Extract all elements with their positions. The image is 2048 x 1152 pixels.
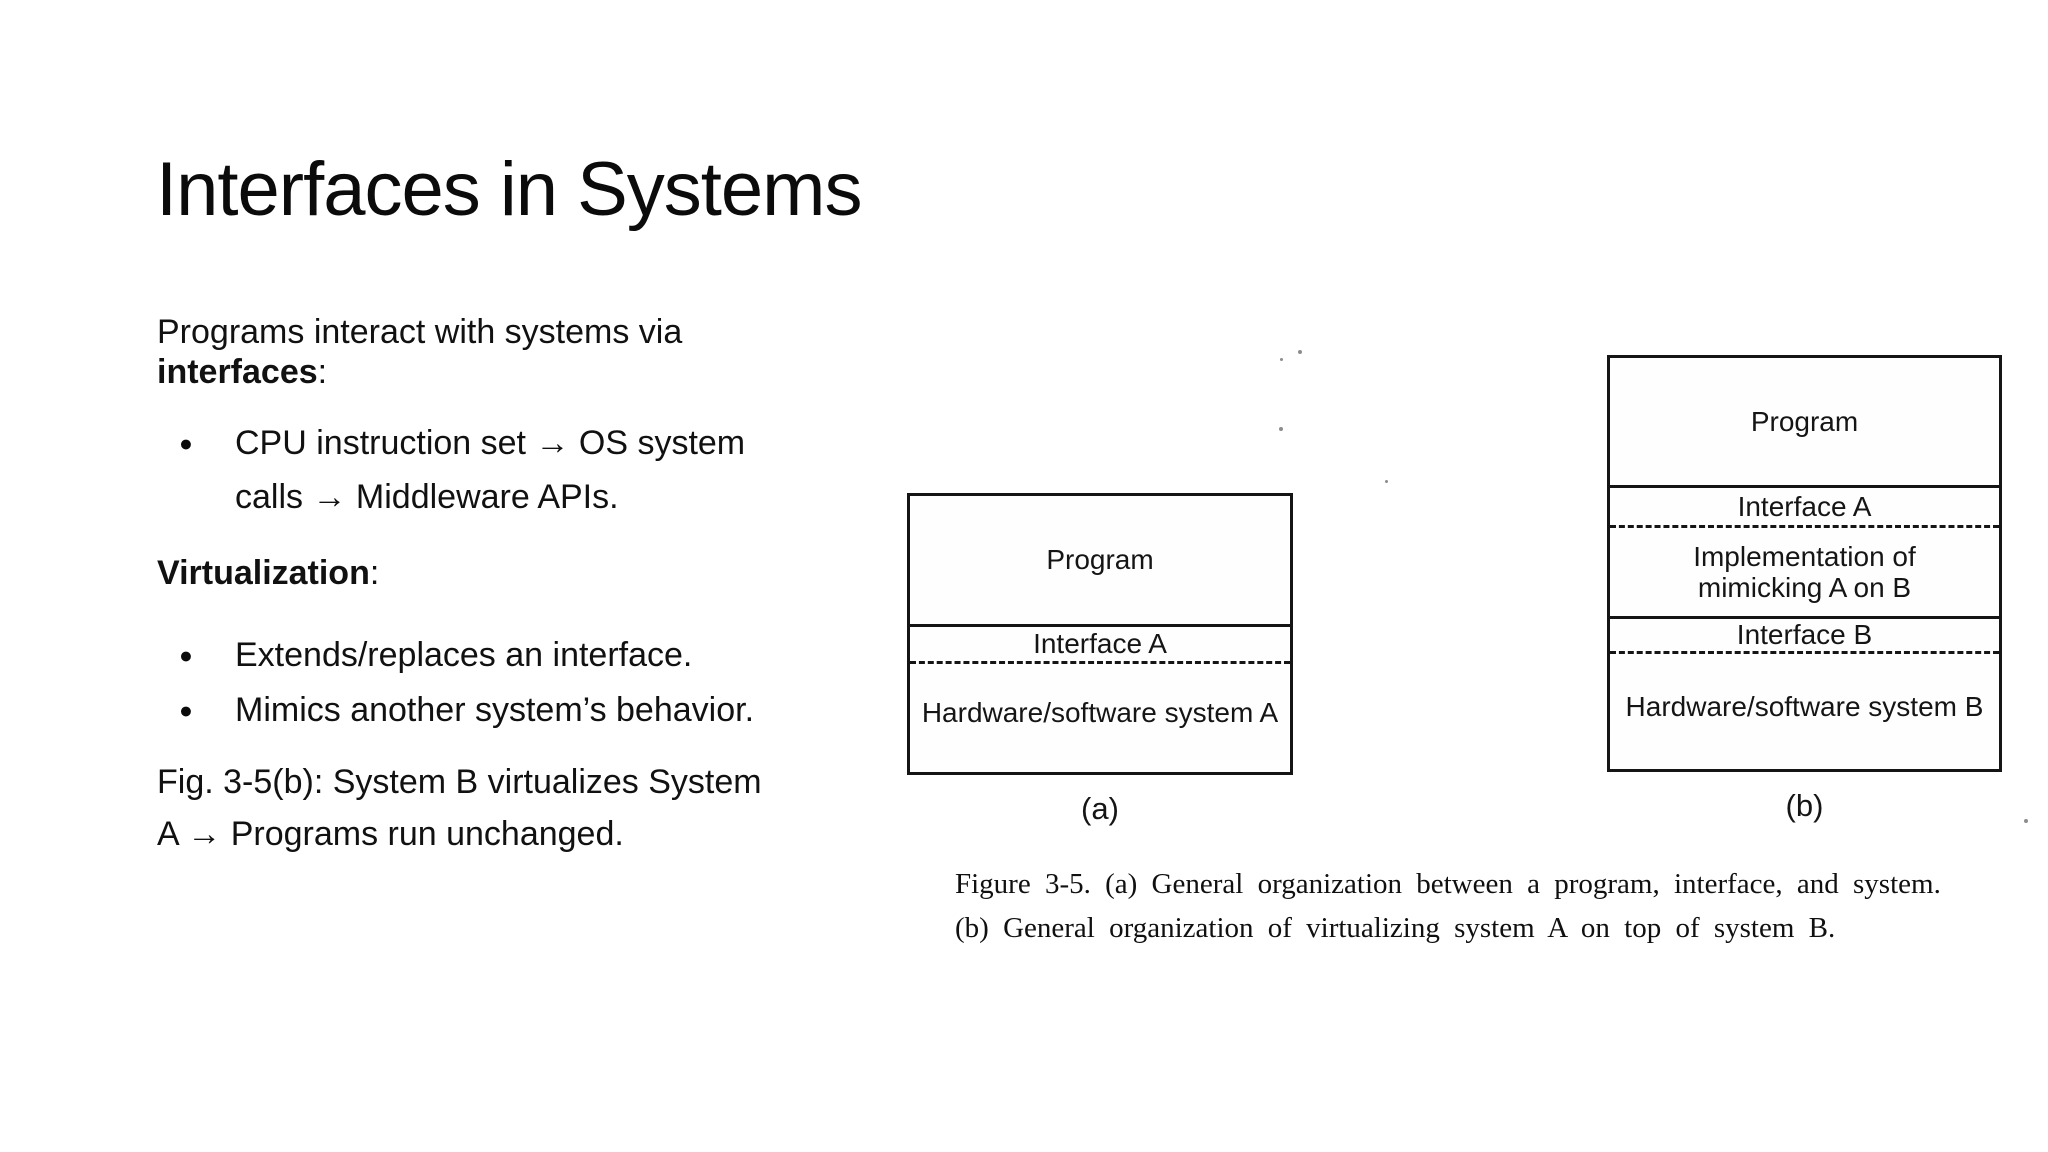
fig-note-line2: A → Programs run unchanged. — [157, 815, 624, 853]
diagram-a-layer-interface-a: Interface A — [910, 627, 1290, 664]
virtualization-heading: Virtualization: — [157, 553, 379, 593]
diagram-b-hardware-label: Hardware/software system B — [1625, 690, 1984, 722]
diagram-b-impl-line2: mimicking A on B — [1697, 572, 1912, 603]
diagram-a-layer-hardware: Hardware/software system A — [910, 664, 1290, 772]
diagram-a-program-label: Program — [1046, 544, 1154, 575]
scan-speck — [1298, 350, 1302, 354]
diagram-a-interface-a-label: Interface A — [1033, 628, 1167, 659]
figure-caption-line2: (b) General organization of virtualizing… — [955, 912, 1836, 944]
fig-note-line1: Fig. 3-5(b): System B virtualizes System — [157, 763, 762, 801]
fig-note-paragraph: Fig. 3-5(b): System B virtualizes System… — [157, 756, 762, 860]
intro-paragraph: Programs interact with systems via inter… — [157, 312, 682, 392]
page-title: Interfaces in Systems — [156, 147, 862, 232]
diagram-b-caption-label: (b) — [1785, 788, 1824, 823]
bullet-item-cpu-text: CPU instruction set → OS system calls → … — [235, 416, 745, 524]
virtualization-colon: : — [369, 554, 380, 592]
diagram-b-layer-hardware: Hardware/software system B — [1610, 654, 1999, 769]
scan-speck — [1280, 358, 1283, 361]
diagram-a-caption-label: (a) — [1081, 791, 1119, 826]
bullet-cpu-line1: CPU instruction set → OS system — [235, 424, 746, 462]
diagram-b-interface-a-label: Interface A — [1737, 490, 1872, 522]
scan-speck — [2024, 819, 2028, 823]
virtualization-keyword: Virtualization — [157, 554, 370, 592]
diagram-b-layer-interface-b: Interface B — [1610, 619, 1999, 654]
bullet-icon: ● — [179, 430, 193, 456]
bullet-item-mimics: ● Mimics another system’s behavior. — [179, 683, 754, 737]
scan-speck — [1279, 427, 1283, 431]
diagram-a-layer-program: Program — [910, 496, 1290, 627]
intro-line1: Programs interact with systems via — [157, 313, 683, 351]
figure-caption-line1: Figure 3-5. (a) General organization bet… — [955, 868, 1941, 900]
bullet-item-extends: ● Extends/replaces an interface. — [179, 628, 692, 682]
diagram-b-layer-implementation: Implementation of mimicking A on B — [1610, 528, 1999, 619]
diagram-a: Program Interface A Hardware/software sy… — [907, 493, 1293, 775]
diagram-b-layer-program: Program — [1610, 358, 1999, 488]
bullet-icon: ● — [179, 642, 193, 668]
diagram-b: Program Interface A Implementation of mi… — [1607, 355, 2002, 772]
diagram-a-hardware-label: Hardware/software system A — [921, 697, 1279, 728]
diagram-b-interface-b-label: Interface B — [1736, 619, 1873, 650]
diagram-b-layer-interface-a: Interface A — [1610, 488, 1999, 528]
diagram-b-program-label: Program — [1750, 405, 1859, 437]
intro-colon: : — [317, 353, 328, 391]
bullet-extends-text: Extends/replaces an interface. — [235, 636, 693, 674]
diagram-b-impl-line1: Implementation of — [1693, 541, 1916, 572]
bullet-cpu-line2: calls → Middleware APIs. — [235, 478, 619, 516]
bullet-mimics-text: Mimics another system’s behavior. — [235, 691, 755, 729]
figure-caption: Figure 3-5. (a) General organization bet… — [955, 862, 1941, 950]
interfaces-keyword: interfaces — [157, 353, 318, 391]
bullet-icon: ● — [179, 697, 193, 723]
bullet-item-cpu: ● CPU instruction set → OS system calls … — [179, 416, 745, 524]
scan-speck — [1385, 480, 1388, 483]
